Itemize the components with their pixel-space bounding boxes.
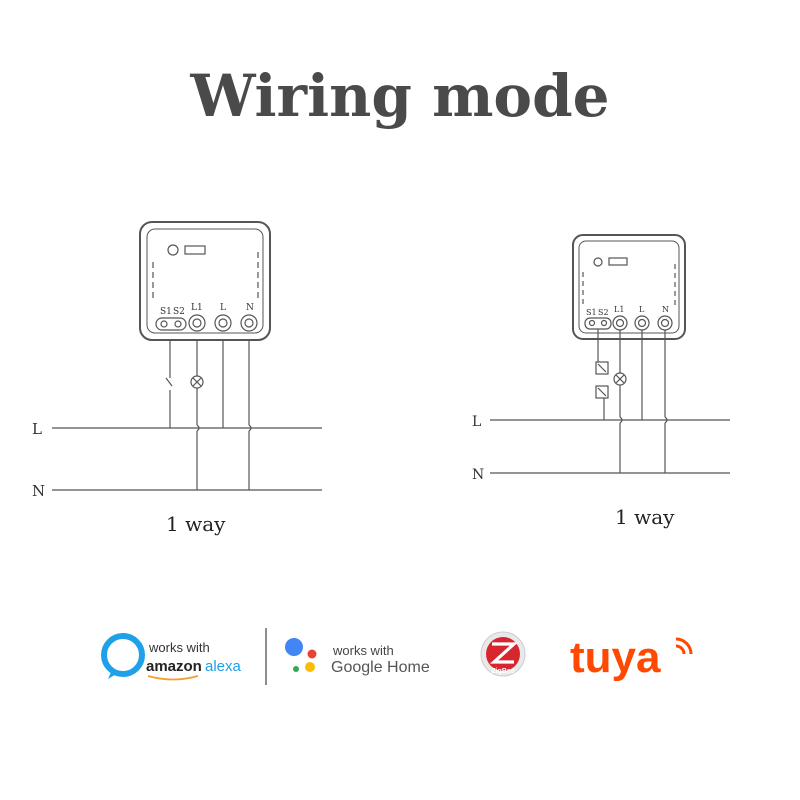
terminal-label-n: N <box>246 303 254 313</box>
alexa-ring-icon <box>101 633 145 677</box>
zigbee-logo: ZigBee <box>480 631 526 677</box>
google-home-text: Google Home <box>331 659 430 676</box>
indicator-icon <box>593 257 603 267</box>
terminal-label-l1: L1 <box>191 303 203 313</box>
wiring-diagram-1 <box>52 221 322 491</box>
terminal-label-n: N <box>662 305 669 314</box>
caption-1-way-left: 1 way <box>166 512 226 536</box>
terminal-label-l1: L1 <box>614 305 624 314</box>
line-label-l: L <box>32 420 42 438</box>
indicator-icon <box>167 244 179 256</box>
line-label-l: L <box>472 414 481 430</box>
google-works-with: works with <box>332 643 394 658</box>
tuya-wordmark: tuya <box>570 633 661 682</box>
line-label-n: N <box>472 467 484 483</box>
terminal-label-l: L <box>639 305 645 314</box>
page-title: Wiring mode <box>190 62 610 130</box>
line-label-n: N <box>32 482 45 500</box>
google-assistant-icon <box>285 638 303 656</box>
terminal-label-s1: S1 <box>586 308 597 317</box>
terminal-label-s1: S1 <box>160 307 172 317</box>
terminal-label-l: L <box>220 303 226 313</box>
tuya-signal-icon <box>675 644 686 655</box>
caption-1-way-right: 1 way <box>615 505 675 529</box>
zigbee-label: ZigBee <box>491 668 514 675</box>
tuya-logo: tuya <box>570 633 693 682</box>
alexa-logo: works with amazon alexa <box>101 633 242 681</box>
alexa-name-text: alexa <box>205 658 242 675</box>
google-home-logo: works with Google Home <box>285 638 430 676</box>
wiring-diagram-2 <box>490 234 730 474</box>
alexa-amazon-text: amazon <box>146 658 202 675</box>
terminal-label-s2: S2 <box>598 308 609 317</box>
alexa-works-with: works with <box>148 640 210 655</box>
terminal-label-s2: S2 <box>173 307 185 317</box>
